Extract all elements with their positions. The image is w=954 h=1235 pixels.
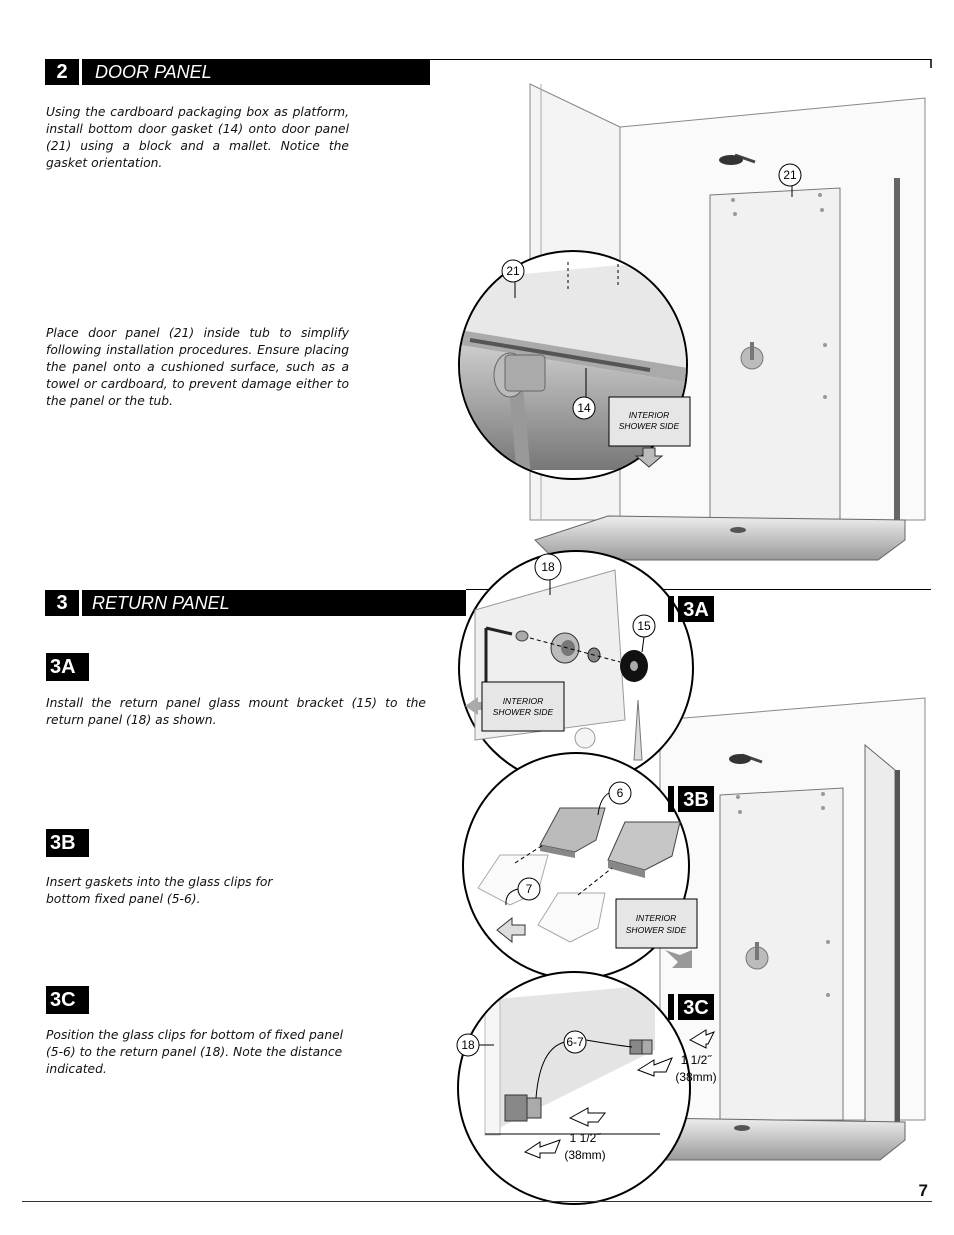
- shower-enclosure-return-scene: [649, 697, 926, 1161]
- figure-tag-3c: 3C: [668, 994, 714, 1020]
- figure-tag-3c-text: 3C: [683, 997, 709, 1019]
- callout-14-text: 14: [577, 401, 591, 415]
- shower-valve-icon-2: [745, 942, 769, 970]
- interior-label-1-line1: INTERIOR: [629, 410, 670, 420]
- step2-header: 2 DOOR PANEL: [45, 59, 430, 85]
- callout-21-detail-text: 21: [506, 264, 520, 278]
- interior-label-1-line2: SHOWER SIDE: [619, 421, 680, 431]
- callout-21-detail: 21: [501, 259, 525, 283]
- figure-tag-3a-text: 3A: [683, 599, 709, 621]
- callout-15-text: 15: [637, 619, 651, 633]
- dimension-bottom-line1: 1 1/2˝: [570, 1131, 602, 1145]
- callout-18-3c-text: 18: [461, 1038, 475, 1052]
- clip-position-detail-3c: [457, 971, 716, 1205]
- page-number: 7: [918, 1181, 928, 1200]
- push-arrow-icon: [496, 916, 526, 944]
- step2-number: 2: [45, 59, 82, 85]
- figure-tag-3b-text: 3B: [683, 789, 709, 811]
- callout-6-text: 6: [617, 786, 624, 800]
- dimension-bottom-line2: (38mm): [564, 1148, 605, 1162]
- callout-14: 14: [572, 396, 596, 420]
- interior-shower-side-label-2: INTERIOR SHOWER SIDE: [481, 681, 565, 732]
- down-arrow-icon: [634, 447, 664, 468]
- interior-label-3-line1: INTERIOR: [636, 913, 677, 923]
- diagonal-arrow-icon: [665, 950, 692, 968]
- step3-title: RETURN PANEL: [92, 593, 230, 613]
- dimension-right-line1: 1 1/2˝: [681, 1053, 713, 1067]
- shower-head-icon-2: [729, 753, 763, 764]
- shower-head-icon: [719, 153, 756, 165]
- dimension-label-right: 1 1/2˝ (38mm): [675, 1053, 716, 1084]
- shower-valve-icon: [740, 342, 764, 370]
- callout-21-top: 21: [778, 163, 802, 197]
- dimension-label-bottom: 1 1/2˝ (38mm): [564, 1131, 605, 1162]
- arrow-icon-3c-3: [688, 1029, 716, 1049]
- interior-shower-side-label-1: INTERIOR SHOWER SIDE: [608, 396, 691, 468]
- arrow-icon-3c-2: [523, 1139, 561, 1159]
- substep-3b-tag: 3B: [46, 829, 89, 857]
- callout-18-3a: 18: [534, 553, 562, 595]
- callout-6: 6: [597, 781, 632, 816]
- step2-rule: [430, 59, 931, 60]
- substep-3b-text: Insert gaskets into the glass clips for …: [46, 875, 273, 906]
- interior-label-2-line1: INTERIOR: [503, 696, 544, 706]
- callout-21-top-text: 21: [783, 168, 797, 182]
- figure-tag-3b: 3B: [668, 786, 714, 812]
- substep-3a-text: Install the return panel glass mount bra…: [46, 696, 426, 727]
- footer-rule: [22, 1201, 932, 1202]
- callout-7: 7: [505, 877, 541, 906]
- callout-18-3c: 18: [456, 1033, 494, 1057]
- interior-shower-side-label-3: INTERIOR SHOWER SIDE: [615, 898, 698, 949]
- step3-number: 3: [45, 590, 82, 616]
- step2-paragraph-2: Place door panel (21) inside tub to simp…: [46, 326, 349, 408]
- callout-6-7: 6-7: [563, 1030, 587, 1054]
- callout-7-text: 7: [526, 882, 533, 896]
- step3-header: 3 RETURN PANEL: [45, 590, 466, 616]
- bracket-detail-3a: [458, 550, 694, 786]
- callout-18-3a-text: 18: [541, 560, 555, 574]
- step2-title: DOOR PANEL: [95, 62, 212, 82]
- callout-6-7-text: 6-7: [566, 1035, 584, 1049]
- step2-paragraph-1: Using the cardboard packaging box as pla…: [46, 105, 349, 170]
- substep-3c-text: Position the glass clips for bottom of f…: [46, 1028, 344, 1076]
- arrow-icon-3c-4: [636, 1057, 673, 1077]
- substep-3a-tag: 3A: [46, 653, 89, 681]
- arrow-icon-3c-1: [568, 1107, 607, 1127]
- interior-label-3-line2: SHOWER SIDE: [626, 925, 687, 935]
- figure-tag-3a: 3A: [668, 596, 714, 622]
- substep-3c-tag: 3C: [46, 986, 89, 1014]
- callout-15: 15: [632, 614, 656, 653]
- mallet-icon: [493, 352, 546, 471]
- dimension-right-line2: (38mm): [675, 1070, 716, 1084]
- step3-rule: [466, 589, 931, 590]
- interior-label-2-line2: SHOWER SIDE: [493, 707, 554, 717]
